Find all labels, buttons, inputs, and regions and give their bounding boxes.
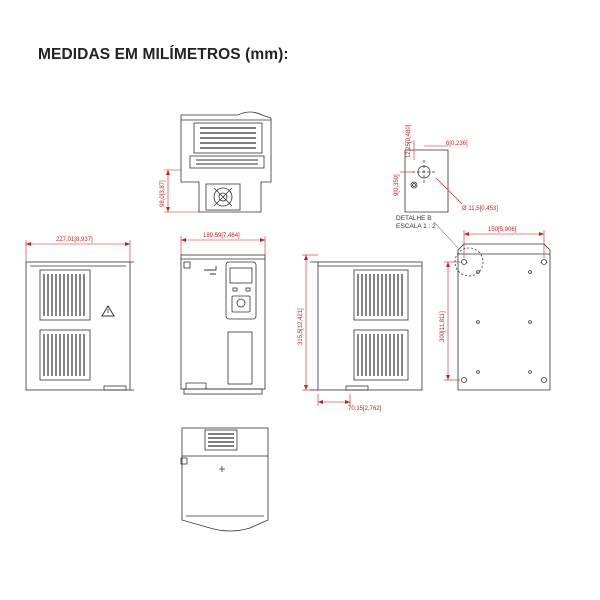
bottom-view bbox=[180, 427, 269, 532]
back-view bbox=[433, 221, 551, 391]
dimension-hole-spacing-label: 150[5,906] bbox=[488, 227, 517, 233]
dimension-top-height-label: 98,0[3,87] bbox=[160, 180, 166, 207]
top-view bbox=[180, 111, 272, 213]
page-title: MEDIDAS EM MILÍMETROS (mm): bbox=[38, 46, 289, 63]
dimension-flange-label: 70,15[2,762] bbox=[348, 406, 382, 412]
dimension-width-label: 189,59[7,464] bbox=[203, 233, 240, 239]
dimension-lines bbox=[25, 140, 545, 406]
dimension-depth-label: 227,01[8,937] bbox=[56, 237, 93, 243]
dimension-height-label: 315,5[12,421] bbox=[298, 308, 304, 345]
detail-dimension-hole: Ø 11,5[0,453] bbox=[462, 206, 498, 212]
detail-dimension-b: 12,25[0,480] bbox=[406, 124, 412, 158]
detail-dimension-c: 9[0,350] bbox=[394, 174, 400, 196]
dimension-hole-height-label: 300[11,811] bbox=[440, 311, 446, 342]
detail-b-view bbox=[404, 149, 449, 213]
left-side-view bbox=[25, 261, 134, 391]
right-side-view bbox=[310, 261, 423, 391]
dimension-arrows bbox=[26, 170, 544, 404]
detail-label: DETALHE B bbox=[396, 215, 432, 222]
detail-scale: ESCALA 1 : 2 bbox=[396, 223, 436, 230]
detail-dimension-a: 6[0,236] bbox=[446, 141, 468, 147]
front-view bbox=[180, 254, 266, 395]
